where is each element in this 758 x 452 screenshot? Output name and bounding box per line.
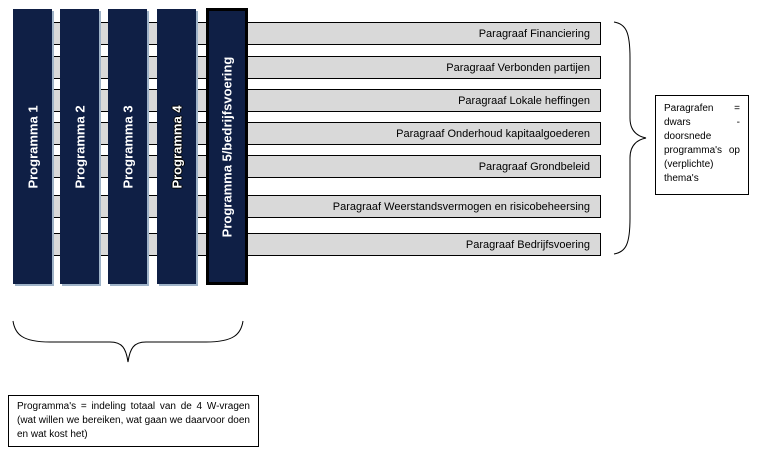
programs-explanation-note: Programma's = indeling totaal van de 4 W… bbox=[8, 395, 259, 447]
program-column-2: Programma 2 bbox=[60, 9, 99, 284]
paragraph-bar-onderhoud-kapitaalgoederen: Paragraaf Onderhoud kapitaalgoederen bbox=[14, 122, 601, 145]
paragraph-bar-bedrijfsvoering: Paragraaf Bedrijfsvoering bbox=[14, 233, 601, 256]
right-curly-brace-icon bbox=[613, 21, 647, 255]
paragraph-label: Paragraaf Financiering bbox=[478, 28, 590, 40]
paragraph-label: Paragraaf Lokale heffingen bbox=[458, 95, 590, 107]
paragraph-label: Paragraaf Verbonden partijen bbox=[446, 62, 590, 74]
paragraph-bar-weerstandsvermogen: Paragraaf Weerstandsvermogen en risicobe… bbox=[14, 195, 601, 218]
paragraph-bar-grondbeleid: Paragraaf Grondbeleid bbox=[14, 155, 601, 178]
program-column-3: Programma 3 bbox=[108, 9, 147, 284]
paragraph-bar-lokale-heffingen: Paragraaf Lokale heffingen bbox=[14, 89, 601, 112]
paragraph-bar-verbonden-partijen: Paragraaf Verbonden partijen bbox=[14, 56, 601, 79]
program-column-1: Programma 1 bbox=[13, 9, 52, 284]
program-label: Programma 4 bbox=[169, 104, 184, 189]
program-label: Programma 2 bbox=[72, 104, 87, 189]
program-label: Programma 1 bbox=[25, 104, 40, 189]
program-label: Programma 3 bbox=[120, 104, 135, 189]
bottom-curly-brace-icon bbox=[12, 320, 244, 363]
programs-note-text: Programma's = indeling totaal van de 4 W… bbox=[17, 401, 250, 440]
paragraph-label: Paragraaf Grondbeleid bbox=[478, 161, 590, 173]
program-column-4: Programma 4 bbox=[157, 9, 196, 284]
program-label: Programma 5/bedrijfsvoering bbox=[219, 56, 235, 237]
paragraph-label: Paragraaf Onderhoud kapitaalgoederen bbox=[396, 128, 590, 140]
paragraph-label: Paragraaf Bedrijfsvoering bbox=[465, 239, 590, 251]
paragraph-label: Paragraaf Weerstandsvermogen en risicobe… bbox=[332, 201, 590, 213]
program-column-5-bedrijfsvoering: Programma 5/bedrijfsvoering bbox=[206, 8, 248, 285]
paragraphs-note-text: Paragrafen = dwars - doorsnede programma… bbox=[664, 103, 740, 184]
paragraph-bar-financiering: Paragraaf Financiering bbox=[14, 22, 601, 45]
paragraphs-explanation-note: Paragrafen = dwars - doorsnede programma… bbox=[655, 95, 749, 195]
